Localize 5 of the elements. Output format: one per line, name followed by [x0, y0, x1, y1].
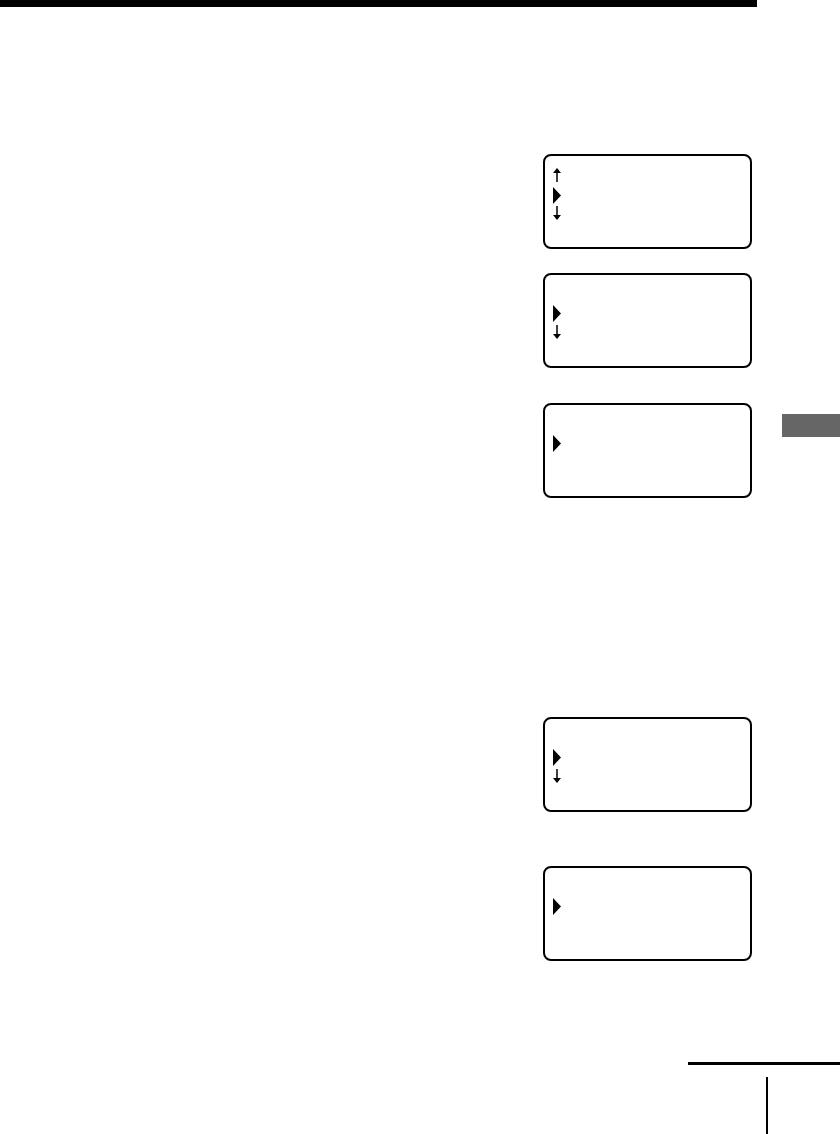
display-screen	[543, 273, 752, 368]
display-screen	[543, 403, 752, 498]
display-screen	[543, 154, 752, 249]
display-screen	[543, 866, 752, 961]
display-screen	[543, 717, 752, 812]
